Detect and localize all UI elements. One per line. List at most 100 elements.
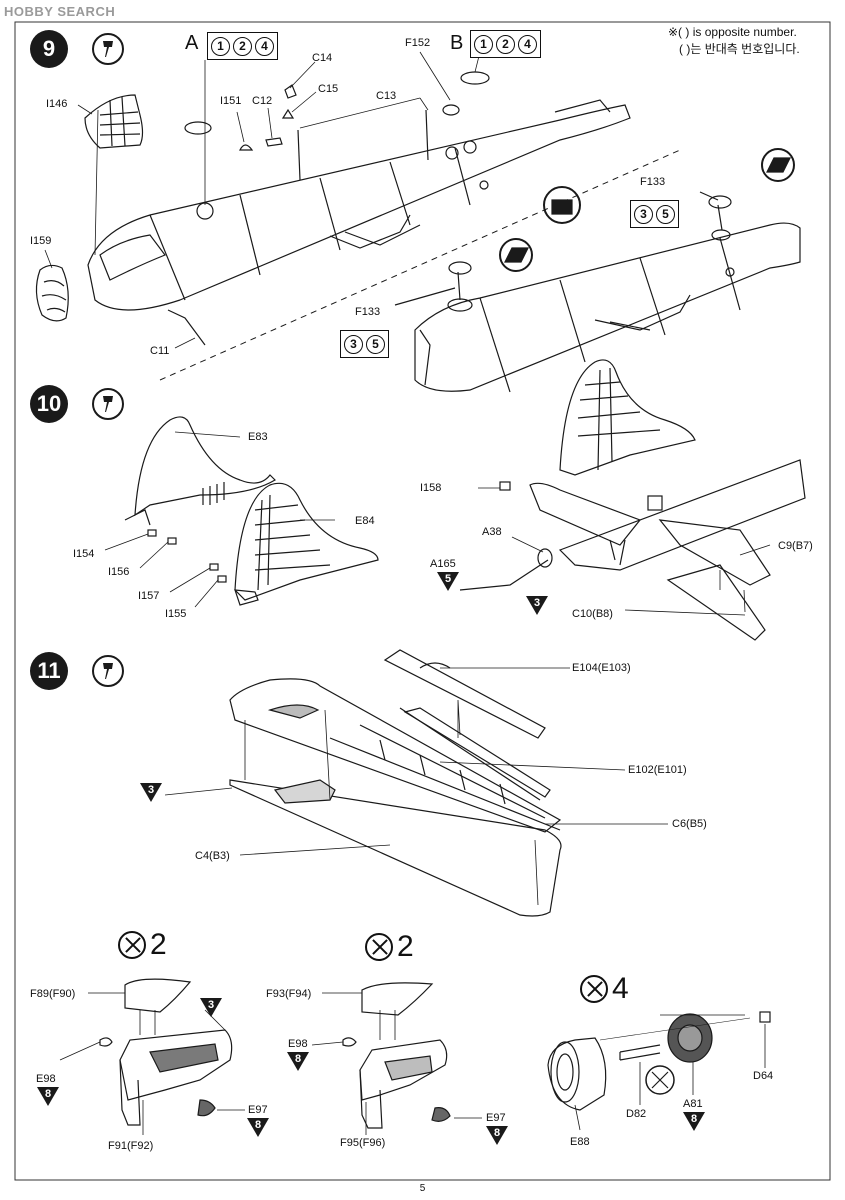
times-circle-icon: [118, 931, 146, 959]
part-label: F91(F92): [108, 1140, 154, 1152]
paint-marker-number: 8: [690, 1113, 698, 1125]
paint-marker: 8: [683, 1112, 705, 1131]
small-parts-step10: [124, 509, 227, 583]
part-label: E98: [288, 1038, 308, 1050]
part-label: E104(E103): [572, 662, 631, 674]
paint-marker: 3: [200, 998, 222, 1017]
option-box-A: 1 2 4: [207, 32, 278, 60]
part-label: C9(B7): [778, 540, 813, 552]
times-circle-icon: [580, 975, 608, 1003]
part-label: E83: [248, 431, 268, 443]
part-label: F89(F90): [30, 988, 76, 1000]
no-glue-mark: [645, 1065, 675, 1095]
option-circle: 5: [656, 204, 675, 224]
decal-marker-2: [499, 238, 533, 272]
leader-lines-step10-right: [478, 487, 771, 616]
option-box-F133-right: 3 5: [630, 200, 679, 228]
paint-marker-number: 3: [147, 784, 155, 796]
wing-lower: [229, 779, 562, 917]
glue-tube-icon: [92, 33, 124, 65]
option-letter-A: A: [185, 32, 199, 54]
option-box-B: 1 2 4: [470, 30, 541, 58]
glue-tube-icon: [92, 655, 124, 687]
fuselage-rear-drawing: [394, 191, 801, 393]
part-label: E102(E101): [628, 764, 687, 776]
part-label: F133: [640, 176, 666, 188]
decal-marker-3: [761, 148, 795, 182]
wing-upper: [229, 678, 562, 833]
option-box-F133-left: 3 5: [340, 330, 389, 358]
glue-tube-icon-graphic: [103, 41, 113, 57]
engine-leaders: [574, 1024, 766, 1131]
fin-E83: [134, 416, 276, 517]
paint-marker: 8: [37, 1087, 59, 1106]
part-label: E97: [248, 1104, 268, 1116]
paint-marker: 8: [486, 1126, 508, 1145]
option-circle: 5: [366, 334, 385, 354]
paint-marker: 8: [247, 1118, 269, 1137]
nacelle-mid-leaders: [311, 992, 482, 1135]
opposite-number-note: ※( ) is opposite number. ( )는 반대측 번호입니다.: [668, 24, 800, 58]
page-number: 5: [419, 1183, 426, 1194]
paint-marker: 3: [526, 596, 548, 615]
part-label: I157: [138, 590, 160, 602]
part-label: F95(F96): [340, 1137, 386, 1149]
paint-marker-number: 8: [493, 1127, 501, 1139]
part-label: E84: [355, 515, 375, 527]
paint-marker: 5: [437, 572, 459, 591]
option-circle: 4: [518, 34, 537, 54]
repeat-count-left: 2: [118, 930, 167, 960]
times-circle-icon: [365, 933, 393, 961]
nacelle-left: [99, 978, 233, 1126]
aileron-E102: [403, 707, 551, 798]
paint-marker-number: 3: [533, 597, 541, 609]
note-line-english: ※( ) is opposite number.: [668, 25, 797, 39]
note-line-korean: ( )는 반대측 번호입니다.: [679, 42, 800, 56]
part-label: F152: [405, 37, 431, 49]
nacelle-left-leaders: [59, 992, 245, 1135]
option-circle: 2: [233, 36, 252, 56]
option-circle: 1: [211, 36, 230, 56]
part-label: C11: [150, 345, 170, 357]
option-circle: 2: [496, 34, 515, 54]
watermark-text: HOBBY SEARCH: [4, 4, 116, 19]
small-parts-step9: [167, 71, 490, 346]
part-label: I156: [108, 566, 130, 578]
part-label: A81: [683, 1098, 703, 1110]
part-label: D64: [753, 1070, 774, 1082]
option-circle: 3: [634, 204, 653, 224]
paint-marker: 3: [140, 783, 162, 802]
paint-marker-number: 8: [294, 1053, 302, 1065]
glue-tube-icon: [92, 388, 124, 420]
part-label: F133: [355, 306, 381, 318]
paint-marker-number: 8: [254, 1119, 262, 1131]
page-frame: [14, 21, 831, 1181]
part-label: I158: [420, 482, 442, 494]
repeat-number: 2: [150, 928, 167, 961]
paint-marker-number: 5: [444, 573, 452, 585]
decal-marker-1: [543, 186, 581, 224]
repeat-number: 2: [397, 930, 414, 963]
repeat-number: 4: [612, 972, 629, 1005]
step-number-10: 10: [30, 385, 68, 423]
repeat-count-mid: 2: [365, 932, 414, 962]
part-label: I154: [73, 548, 95, 560]
part-label: C12: [252, 95, 273, 107]
leader-lines-step11: [164, 667, 668, 906]
step-number-11: 11: [30, 652, 68, 690]
tail-assembly-right: [459, 359, 806, 641]
part-label: D82: [626, 1108, 647, 1120]
part-label: E97: [486, 1112, 506, 1124]
paint-marker: 8: [287, 1052, 309, 1071]
engine-assembly: [547, 1011, 771, 1111]
part-label: C13: [376, 90, 397, 102]
part-label: E98: [36, 1073, 56, 1085]
part-label: C10(B8): [572, 608, 613, 620]
flap-E104: [383, 649, 546, 739]
part-label: C14: [312, 52, 333, 64]
leader-lines-step9: [44, 51, 481, 349]
part-label: C4(B3): [195, 850, 230, 862]
leader-lines-step10: [104, 431, 335, 608]
nacelle-mid: [342, 982, 451, 1129]
